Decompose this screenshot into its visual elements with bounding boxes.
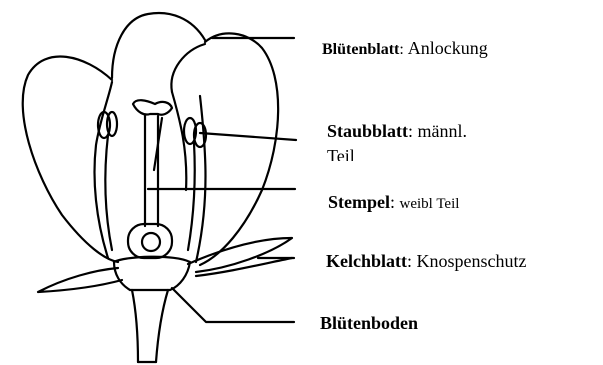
stamen-right-filament — [188, 143, 195, 250]
stem-left — [132, 290, 138, 362]
sep-sepal: : — [407, 251, 412, 271]
term-stamen: Staubblatt — [327, 121, 408, 141]
desc-stamen: männl. — [418, 121, 468, 141]
desc-pistil: weibl Teil — [400, 196, 460, 212]
label-sepal: Kelchblatt: Knospenschutz — [326, 252, 527, 271]
term-petal: Blütenblatt — [322, 41, 399, 58]
label-petal: Blütenblatt: Anlockung — [322, 39, 488, 59]
stamen-left-anther2 — [107, 112, 117, 136]
stem-right — [156, 290, 168, 362]
leader-receptacle — [172, 288, 294, 322]
leader-stamen — [200, 133, 296, 140]
petal-middle-edge — [172, 92, 186, 190]
term-receptacle: Blütenboden — [320, 313, 418, 333]
petal-right-inner — [171, 44, 205, 92]
petal-right — [200, 33, 278, 265]
term-sepal: Kelchblatt — [326, 251, 407, 271]
petal-right-inner2 — [196, 96, 206, 262]
sepal-right — [188, 238, 292, 272]
desc-petal: Anlockung — [408, 38, 488, 58]
desc-stamen-cont: Teil — [327, 147, 467, 161]
sep-petal: : — [399, 41, 403, 58]
sep-stamen: : — [408, 121, 413, 141]
sep-pistil: : — [390, 192, 395, 212]
sepal-left — [38, 268, 122, 292]
receptacle — [114, 257, 190, 290]
label-stamen: Staubblatt: männl. Teil — [327, 122, 467, 161]
petal-left — [23, 56, 118, 262]
ovary — [128, 224, 172, 258]
stamen-left-filament — [105, 135, 112, 250]
desc-sepal: Knospenschutz — [417, 251, 527, 271]
term-pistil: Stempel — [328, 192, 390, 212]
petal-center — [112, 13, 205, 78]
ovule — [142, 233, 160, 251]
stigma — [133, 100, 172, 115]
label-receptacle: Blütenboden — [320, 314, 418, 333]
label-pistil: Stempel: weibl Teil — [328, 193, 459, 213]
